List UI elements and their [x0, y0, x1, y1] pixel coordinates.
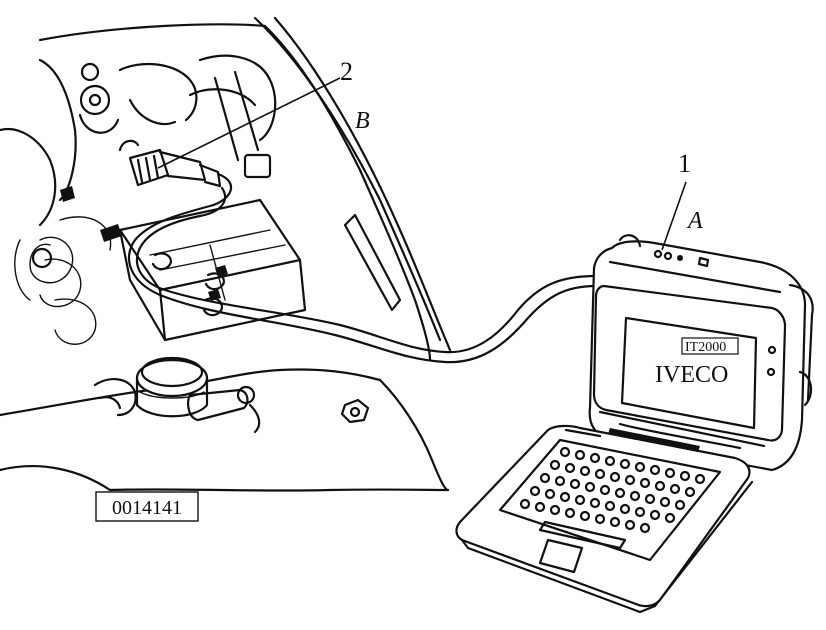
callout-A: A	[686, 208, 703, 234]
reference-code-text: 0014141	[112, 497, 182, 519]
engine-bay	[0, 16, 452, 492]
screen-content: IT2000 IVECO	[655, 337, 739, 388]
callout-2: 2	[340, 57, 353, 86]
reference-code: 0014141	[95, 491, 199, 522]
reference-code-box	[95, 491, 199, 522]
screen-brand-text: IVECO	[655, 362, 728, 388]
screen-tag-text: IT2000	[685, 340, 726, 355]
callout-B: B	[355, 108, 370, 134]
diagnostic-laptop	[455, 234, 814, 614]
callout-1: 1	[678, 149, 691, 178]
keyboard-keys	[519, 446, 706, 550]
diagnostic-connector	[118, 139, 222, 188]
touchpad	[538, 538, 584, 574]
callouts: 2 B 1 A	[157, 57, 703, 251]
diagnostic-cable	[127, 172, 598, 364]
leader-line-2	[157, 77, 341, 169]
leader-line-1	[661, 181, 687, 251]
screen-tag-box	[681, 337, 739, 355]
